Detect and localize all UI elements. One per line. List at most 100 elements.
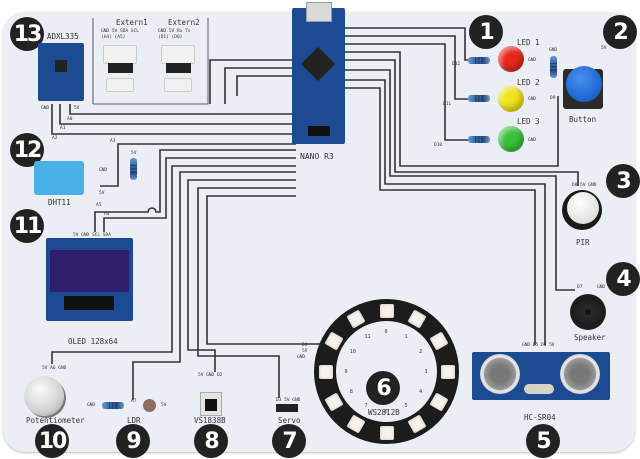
ws2812b-label: WS2812B — [368, 408, 400, 417]
ldr-5v-pin: 5V — [161, 403, 167, 408]
wire-a0-label: A0 — [67, 117, 73, 122]
led3-label: LED 3 — [517, 117, 540, 126]
badge-2: 2 — [603, 15, 637, 49]
led3-green — [498, 126, 524, 152]
servo-pins: D3 5V GND — [276, 398, 301, 403]
potentiometer-knob[interactable] — [24, 376, 64, 416]
arduino-nano-board — [292, 2, 345, 144]
extern2-pins-sub: (D1) (D0) — [158, 35, 183, 40]
led2-label: LED 2 — [517, 78, 540, 87]
ring-led — [379, 303, 394, 318]
push-button[interactable] — [566, 66, 602, 102]
icsp-header — [308, 126, 330, 136]
ir-receiver-lens — [205, 399, 217, 411]
trace-d6 — [345, 79, 546, 345]
speaker-gnd-pin: GND — [597, 285, 606, 290]
adxl335-label: ADXL335 — [47, 32, 79, 41]
badge-11: 11 — [10, 209, 44, 243]
ldr-resistor — [102, 402, 124, 409]
trace-ext3 — [236, 75, 296, 96]
extern2-pins: GND 5V Rx Tx — [158, 29, 191, 34]
wire-a1-label: A1 — [60, 126, 66, 131]
wire-a2-label: A2 — [52, 136, 58, 141]
servo-header[interactable] — [276, 404, 298, 412]
ring-index-label: 11 — [364, 333, 371, 340]
ring-index-label: 7 — [364, 403, 368, 410]
ring-index-label: 0 — [384, 328, 388, 335]
led2-gnd: GND — [528, 97, 537, 102]
extern2-socket[interactable] — [164, 78, 192, 92]
ring-index-label: 6 — [384, 408, 388, 415]
led1-pin: D12 — [452, 62, 461, 67]
ir-receiver — [200, 392, 222, 416]
ldr-gnd-pin: GND — [87, 403, 96, 408]
trace-a0 — [69, 104, 296, 115]
badge-10: 10 — [35, 424, 69, 458]
extern2-connector[interactable] — [161, 45, 195, 64]
ir-label: VS1838B — [194, 416, 226, 425]
ring-gnd-pin: GND — [297, 355, 306, 360]
wire-a3-label: A3 — [110, 139, 116, 144]
wire-a5-label: A5 — [96, 203, 102, 208]
led2-yellow — [498, 86, 524, 112]
adxl335-module — [38, 43, 84, 101]
led3-gnd: GND — [528, 138, 537, 143]
adxl-chip — [55, 60, 67, 72]
hcsr04-transmitter — [560, 354, 600, 394]
hcsr04-pins: GND D5 D6 5V — [522, 343, 555, 348]
button-label: Button — [569, 115, 597, 124]
ring-index-label: 1 — [404, 333, 408, 340]
trace-a6 — [51, 165, 296, 364]
oled-ribbon — [64, 296, 114, 310]
led3-resistor — [468, 136, 490, 143]
dht11-label: DHT11 — [48, 198, 71, 207]
ws2812b-ring — [314, 299, 459, 444]
hcsr04-label: HC-SR04 — [524, 413, 556, 422]
extern1-connector[interactable] — [103, 45, 137, 64]
trace-a2 — [51, 104, 296, 135]
badge-4: 4 — [606, 262, 640, 296]
extern2-header — [166, 63, 191, 73]
led1-resistor — [468, 57, 490, 64]
extern1-header — [108, 63, 133, 73]
speaker-label: Speaker — [574, 333, 606, 342]
trace-d11 — [345, 35, 468, 100]
ring-led — [379, 425, 394, 440]
ring-index-label: 4 — [419, 388, 423, 395]
extern-box — [92, 18, 209, 105]
trace-d10 — [345, 43, 468, 141]
ring-led — [440, 364, 455, 379]
extern2-label: Extern2 — [168, 18, 200, 27]
button-pulldown-resistor — [550, 56, 557, 78]
pir-dome — [567, 192, 599, 224]
extern1-pins-sub: (A4) (A5) — [101, 35, 126, 40]
button-gnd-pin: GND — [549, 48, 558, 53]
led1-label: LED 1 — [517, 38, 540, 47]
adxl-gnd-pin: GND — [41, 106, 50, 111]
trace-d7 — [345, 69, 575, 291]
trace-ext-box — [209, 59, 296, 104]
oled-module — [46, 238, 133, 321]
led2-pin: D11 — [443, 102, 452, 107]
trace-a3 — [100, 143, 296, 187]
badge-5: 5 — [526, 424, 560, 458]
trace-d9 — [345, 51, 559, 167]
extern1-socket[interactable] — [106, 78, 134, 92]
ring-index-label: 5 — [404, 403, 408, 410]
nano-label: NANO R3 — [300, 152, 334, 161]
speaker-d7-pin: D7 — [577, 285, 583, 290]
dht-5v-pin: 5V — [99, 191, 105, 196]
badge-9: 9 — [116, 424, 150, 458]
speaker-buzzer — [570, 294, 606, 330]
trace-d2 — [187, 179, 296, 372]
trace-d5 — [345, 87, 536, 345]
led1-gnd: GND — [528, 58, 537, 63]
dht-pullup-5v: 5V — [131, 151, 137, 156]
trace-a5 — [94, 149, 296, 232]
badge-7: 7 — [272, 424, 306, 458]
badge-8: 8 — [194, 424, 228, 458]
hcsr04-receiver — [480, 354, 520, 394]
trace-d8 — [345, 59, 579, 186]
oled-label: OLED 128x64 — [68, 337, 118, 346]
